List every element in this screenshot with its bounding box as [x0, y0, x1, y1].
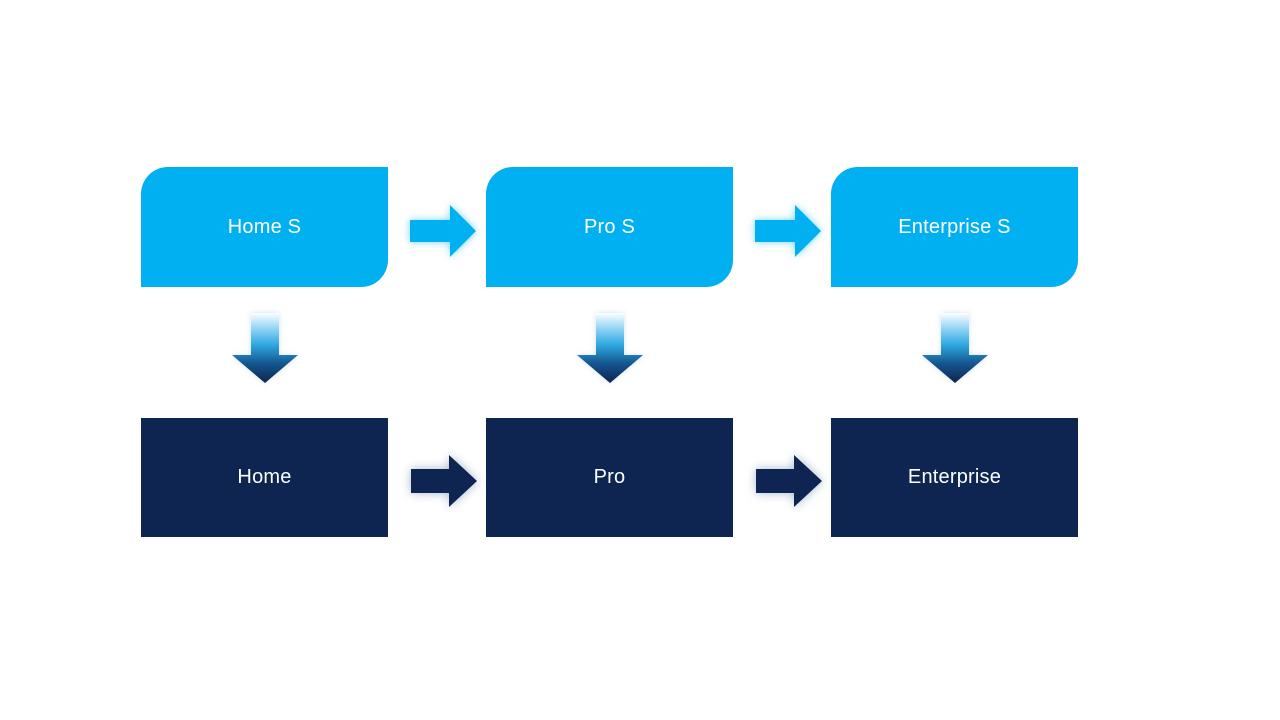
box-pro: Pro: [486, 418, 733, 537]
right-arrow-icon: [755, 205, 821, 257]
right-arrow-icon: [411, 455, 477, 507]
box-home-s-label: Home S: [227, 215, 302, 238]
down-arrow-icon: [922, 313, 988, 383]
box-enterprise-label: Enterprise: [907, 466, 1002, 488]
box-enterprise: Enterprise: [831, 418, 1078, 537]
box-home-s: Home S: [141, 167, 388, 287]
down-arrow-icon: [232, 313, 298, 383]
down-arrow-icon: [577, 313, 643, 383]
box-pro-s: Pro S: [486, 167, 733, 287]
box-home-label: Home: [237, 466, 292, 488]
box-enterprise-s: Enterprise S: [831, 167, 1078, 287]
box-pro-s-label: Pro S: [583, 215, 636, 238]
right-arrow-icon: [410, 205, 476, 257]
right-arrow-icon: [756, 455, 822, 507]
box-home: Home: [141, 418, 388, 537]
box-enterprise-s-label: Enterprise S: [898, 215, 1011, 238]
box-pro-label: Pro: [593, 466, 626, 488]
